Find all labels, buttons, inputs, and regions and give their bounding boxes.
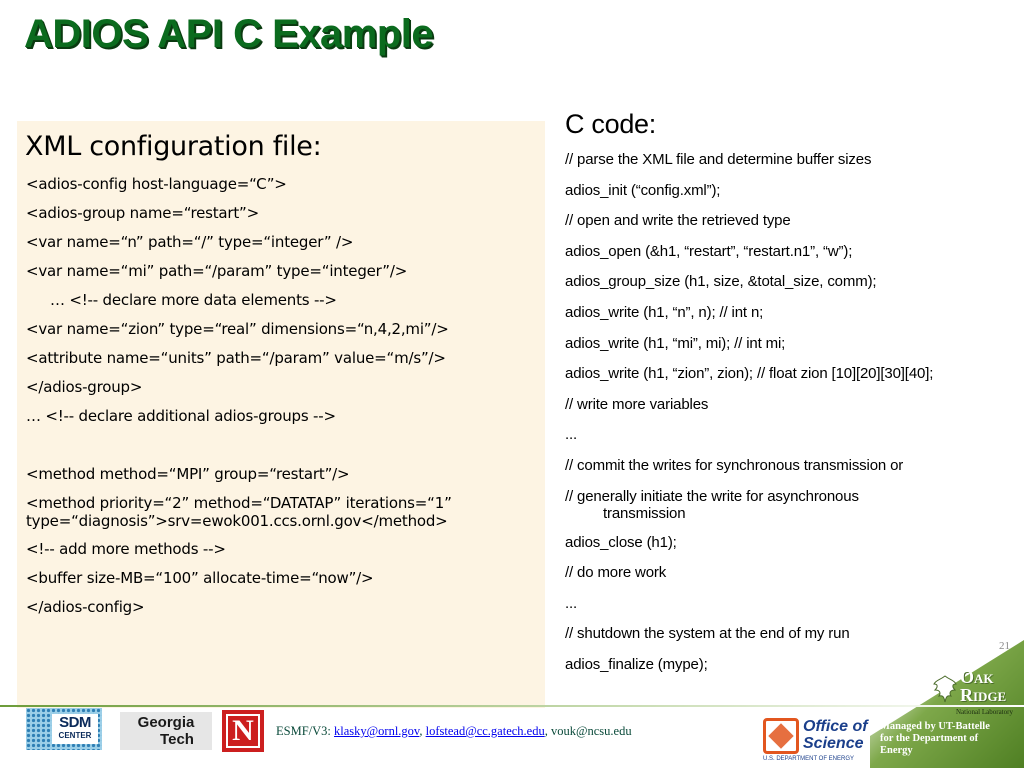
ncsu-logo-letter: N — [226, 714, 260, 748]
c-line: adios_init (“config.xml”); — [565, 181, 721, 199]
xml-line: <adios-group name=“restart”> — [26, 204, 259, 222]
c-line: adios_open (&h1, “restart”, “restart.n1”… — [565, 242, 853, 260]
xml-line: <method method=“MPI” group=“restart”/> — [26, 465, 350, 483]
c-line: adios_finalize (mype); — [565, 655, 708, 673]
oos-line2: Science — [803, 735, 864, 752]
slide-number: 21 — [999, 640, 1010, 652]
xml-line: </adios-group> — [26, 378, 143, 396]
c-line: adios_write (h1, “mi”, mi); // int mi; — [565, 334, 786, 352]
email-link-lofstead[interactable]: lofstead@cc.gatech.edu — [425, 724, 545, 738]
office-of-science-wordmark: Office of Science — [803, 718, 868, 752]
c-line-wrapped: // generally initiate the write for asyn… — [565, 488, 1015, 522]
xml-blank-line — [26, 436, 541, 454]
c-line: adios_write (h1, “zion”, zion); // float… — [565, 365, 934, 383]
sdm-label-top: SDM — [59, 714, 91, 731]
xml-line: <!-- add more methods --> — [26, 540, 226, 558]
xml-line: … <!-- declare more data elements --> — [50, 291, 337, 309]
c-line: // shutdown the system at the end of my … — [565, 625, 850, 643]
oos-subtitle: U.S. DEPARTMENT OF ENERGY — [763, 756, 855, 762]
c-code-block: // parse the XML file and determine buff… — [565, 151, 1015, 687]
email-text-vouk: vouk@ncsu.edu — [550, 724, 632, 738]
email-separator: , — [544, 724, 551, 738]
gt-logo-line2: Tech — [160, 731, 194, 748]
c-code-heading: C code: — [565, 109, 656, 139]
c-line: // commit the writes for synchronous tra… — [565, 456, 904, 474]
ornl-line2: Ridge — [960, 685, 1007, 705]
xml-line: </adios-config> — [26, 598, 145, 616]
email-separator: , — [419, 724, 426, 738]
ncsu-logo: N — [222, 710, 264, 752]
managed-by-text: Managed by UT-Battelle for the Departmen… — [880, 721, 990, 756]
footer-prefix: ESMF/V3: — [276, 724, 335, 738]
office-of-science-mark-icon — [763, 718, 799, 754]
xml-line: <var name=“n” path=“/” type=“integer” /> — [26, 233, 354, 251]
xml-config-panel: XML configuration file: <adios-config ho… — [17, 121, 545, 708]
sdm-label: SDM CENTER — [52, 714, 98, 744]
c-line: // do more work — [565, 564, 667, 582]
c-line: // write more variables — [565, 395, 709, 413]
office-of-science-logo: Office of Science U.S. DEPARTMENT OF ENE… — [763, 716, 868, 762]
email-link-klasky[interactable]: klasky@ornl.gov — [334, 724, 420, 738]
sdm-label-bottom: CENTER — [58, 731, 92, 740]
c-line: adios_write (h1, “n”, n); // int n; — [565, 303, 764, 321]
xml-code-block: <adios-config host-language=“C”> <adios-… — [26, 175, 541, 627]
xml-line: <attribute name=“units” path=“/param” va… — [26, 349, 446, 367]
sdm-center-logo: SDM CENTER — [26, 708, 102, 750]
oak-ridge-wordmark: Oak Ridge — [960, 668, 1006, 704]
slide-title: ADIOS API C Example — [24, 12, 434, 56]
oak-leaf-icon — [933, 675, 957, 703]
c-line: // open and write the retrieved type — [565, 212, 791, 230]
c-line: ... — [565, 426, 578, 444]
xml-line: … <!-- declare additional adios-groups -… — [26, 407, 336, 425]
gt-logo-line1: Georgia — [137, 714, 195, 731]
c-line: ... — [565, 594, 578, 612]
oak-ridge-logo: Oak Ridge National Laboratory — [930, 668, 1024, 718]
c-line: adios_group_size (h1, size, &total_size,… — [565, 273, 877, 291]
xml-line-wrapped: <method priority=“2” method=“DATATAP” it… — [26, 494, 541, 530]
xml-line-part: type=“diagnosis”>srv=ewok001.ccs.ornl.go… — [26, 512, 448, 530]
oos-line1: Office of — [803, 718, 868, 735]
c-line: adios_close (h1); — [565, 533, 677, 551]
xml-panel-heading: XML configuration file: — [25, 131, 322, 162]
ornl-line1: Oak — [960, 667, 994, 687]
xml-line: <var name=“zion” type=“real” dimensions=… — [26, 320, 449, 338]
xml-line: <adios-config host-language=“C”> — [26, 175, 287, 193]
xml-line-part: <method priority=“2” method=“DATATAP” it… — [26, 494, 452, 512]
georgia-tech-logo: Georgia Tech — [120, 712, 212, 750]
xml-line: <var name=“mi” path=“/param” type=“integ… — [26, 262, 408, 280]
footer-divider — [0, 705, 1024, 707]
ornl-tagline: National Laboratory — [956, 708, 1013, 716]
c-line-part: // generally initiate the write for asyn… — [565, 487, 859, 505]
c-line-part: transmission — [603, 504, 686, 522]
c-line: // parse the XML file and determine buff… — [565, 151, 872, 168]
footer-contacts: ESMF/V3: klasky@ornl.gov, lofstead@cc.ga… — [276, 724, 632, 739]
xml-line: <buffer size-MB=“100” allocate-time=“now… — [26, 569, 374, 587]
